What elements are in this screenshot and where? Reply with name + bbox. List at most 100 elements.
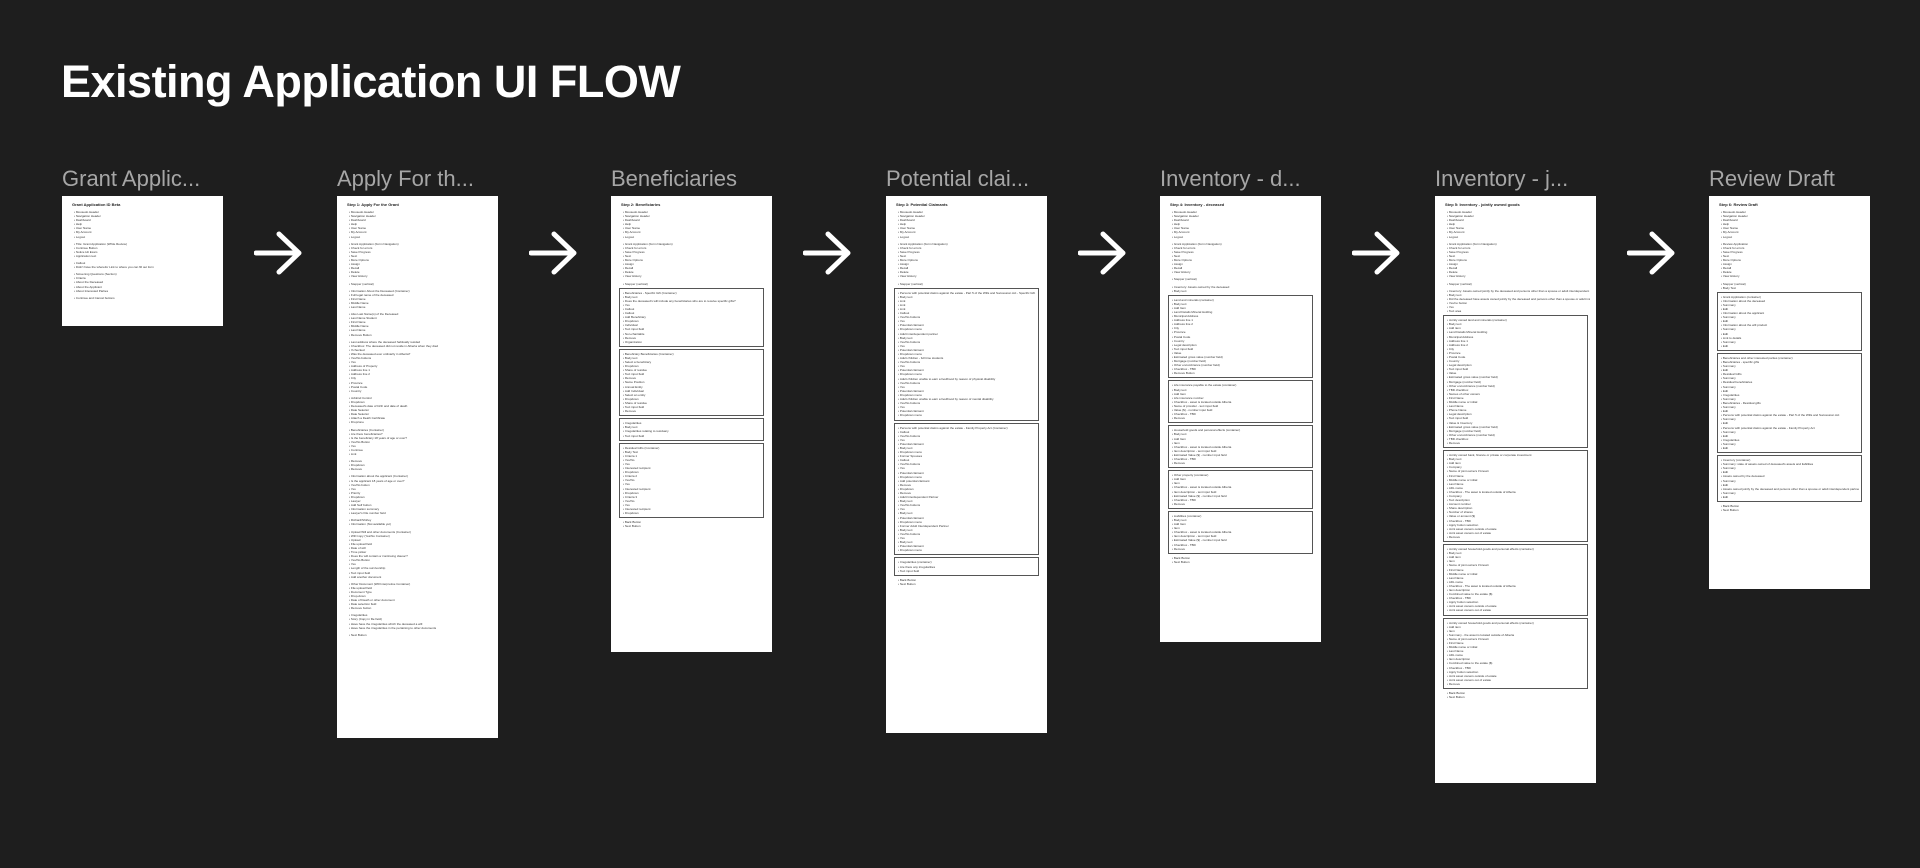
frame-list-item: Select a beneficiary — [623, 360, 761, 364]
frame-list-item: Irregularities (container) — [898, 560, 1036, 564]
frame-list-item: File upload field — [349, 586, 492, 590]
frame-list-item: Dropdown menu — [898, 548, 1036, 552]
frame-list-item: Add item — [1447, 555, 1585, 559]
frame-list-item: Add Self button — [349, 503, 492, 507]
frame-list-item: Edit — [1721, 344, 1859, 348]
frame-list-item: View History — [349, 274, 492, 278]
frame-list-item: Legal description — [1447, 363, 1585, 367]
frame-list-item: Dropdown — [623, 491, 761, 495]
frame-list-item: Land Details Mineral Holding — [1447, 330, 1585, 334]
frame-list-item: Remove — [1172, 416, 1310, 420]
frame-list-item: Add Item — [1172, 306, 1310, 310]
frame-list-item: Checkbox - TBD — [1447, 596, 1585, 600]
frame-list-item: Edit — [1721, 470, 1859, 474]
frame-section-box: Residual Gifts (Container)Body TextCrite… — [619, 442, 764, 519]
frame-thumbnail[interactable]: Step 6: Review DraftMousedo HeaderNaviga… — [1709, 196, 1870, 589]
frame-list-item: Grant Application (Form Navigation) — [1447, 242, 1590, 246]
frame-list-item: My Account — [1447, 230, 1590, 234]
frame-list-item: Lawyer's File number field — [349, 511, 492, 515]
frame-list-item: Navigation Header — [898, 214, 1041, 218]
frame-list-item: Mortgage (number field) — [1447, 380, 1585, 384]
frame-list-item: Save Progress — [1447, 250, 1590, 254]
frame-list-item: Body text — [898, 528, 1036, 532]
frame-list-item: Yes/no button — [1447, 301, 1590, 305]
frame-list-item: Potential claimant — [898, 323, 1036, 327]
frame-list-item: Recall — [1172, 266, 1315, 270]
frame-list-item: Information about the applicant — [1721, 311, 1859, 315]
frame-list-item: My Account — [623, 230, 766, 234]
frame-list-item: Jointly owned household goods and person… — [1447, 621, 1585, 625]
frame-list-item: Body text — [1172, 289, 1315, 293]
frame-list-item: Life insurance number — [1172, 396, 1310, 400]
frame-list-item: First Name — [1447, 396, 1585, 400]
frame-list-item: Checkbox: The deceased did not reside in… — [349, 344, 492, 348]
frame-list-item: Body text — [898, 540, 1036, 544]
frame-list-item: Persons with potential claims against th… — [1721, 426, 1859, 430]
frame-list-item: Persons with potential claims against th… — [898, 426, 1036, 430]
frame-list-item: Callout — [74, 261, 217, 265]
frame-section-box: Jointly owned household goods and person… — [1443, 544, 1588, 616]
frame-list-item: Remove — [1447, 682, 1585, 686]
frame-list-item: Stepper (vertical) — [623, 282, 766, 286]
frame-thumbnail[interactable]: Step 4: Inventory - deceasedMousedo Head… — [1160, 196, 1321, 642]
frame-list-item: Select an entity — [623, 393, 761, 397]
frame-list-item: Body text — [623, 295, 761, 299]
frame-list-item: Names of other owners — [1447, 392, 1585, 396]
frame-list-item: Joint asset owners outside of estate — [1447, 674, 1585, 678]
frame-list-item: Yes — [898, 364, 1036, 368]
frame-section-box: Jointly owned land and minerals (contain… — [1443, 315, 1588, 449]
frame-list-item: Dashboard — [349, 218, 492, 222]
frame-thumbnail[interactable]: Grant Application ID BetaMousedo HeaderN… — [62, 196, 223, 326]
frame-list-item: Text input field — [1447, 367, 1585, 371]
frame-list-item: Other Document (Will Interpretive Contai… — [349, 582, 492, 586]
frame-list-item: More Options — [1721, 258, 1864, 262]
frame-heading: Step 1: Apply For the Grant — [347, 202, 399, 207]
frame-list-item: Delete — [623, 270, 766, 274]
frame-list-item: Joint asset owners out of estate — [1447, 678, 1585, 682]
frame-list-item: Stepper (vertical) — [898, 282, 1041, 286]
frame-thumbnail[interactable]: Step 1: Apply For the GrantMousedo Heade… — [337, 196, 498, 738]
frame-list-item: Save Progress — [1721, 250, 1864, 254]
frame-thumbnail[interactable]: Step 3: Potential ClaimantsMousedo Heade… — [886, 196, 1047, 733]
frame-list-item: Link — [898, 299, 1036, 303]
frame-list-item: Potential claimant — [898, 348, 1036, 352]
frame-list-item: More Options — [1447, 258, 1590, 262]
frame-list-item: Help — [1721, 222, 1864, 226]
frame-list-item: Yes/No button — [349, 483, 492, 487]
frame-list-item: Add item — [1447, 625, 1585, 629]
frame-list-item: Check for errors — [898, 246, 1041, 250]
frame-thumbnail[interactable]: Step 2: BeneficiariesMousedo HeaderNavig… — [611, 196, 772, 652]
frame-list-item: Check for errors — [349, 246, 492, 250]
frame-list-item: Number of shares — [1447, 510, 1585, 514]
frame-list-item: Callout — [623, 311, 761, 315]
frame-list-item: Summary — [1721, 466, 1859, 470]
frame-list-item: Continue and Cancel buttons — [74, 296, 217, 300]
frame-list-item: Joint asset owners outside of estate — [1447, 604, 1585, 608]
frame-list-item: Body text — [1447, 551, 1585, 555]
frame-list-item: My Account — [349, 230, 492, 234]
frame-list-item: Help — [74, 222, 217, 226]
frame-list-item: Logout — [1721, 235, 1864, 239]
frame-list-item: Assign — [1447, 262, 1590, 266]
frame-heading: Step 6: Review Draft — [1719, 202, 1758, 207]
frame-list-item: Name of joint owners if known — [1447, 563, 1585, 567]
frame-list-item: Municipal Address — [1447, 335, 1585, 339]
frame-list-item: Body text — [623, 425, 761, 429]
frame-list-item: Save Progress — [623, 250, 766, 254]
frame-list-item: Value ($) - number input field — [1172, 408, 1310, 412]
frame-list-item: Item — [1172, 526, 1310, 530]
frame-list-item: More Options — [898, 258, 1041, 262]
frame-list-item: Next Button — [898, 582, 1041, 586]
frame-list-item: Document Type — [349, 590, 492, 594]
frame-list-item: Edit — [1721, 332, 1859, 336]
frame-list-item: Beneficiary Beneficiaries (Container) — [623, 352, 761, 356]
frame-list-item: Potential claimant — [898, 368, 1036, 372]
frame-list-item: Are there beneficiaries? — [349, 432, 492, 436]
frame-list-item: Edit — [1721, 389, 1859, 393]
frame-list-item: Is the applicant 18 years of age or over… — [349, 479, 492, 483]
frame-list-item: Is the beneficiary 18 years of age or ov… — [349, 436, 492, 440]
frame-list-item: Dropdown menu — [898, 450, 1036, 454]
frame-thumbnail[interactable]: Step 5: Inventory - jointly owned goodsM… — [1435, 196, 1596, 783]
frame-list-item: Adult interdependent partner — [898, 332, 1036, 336]
frame-list-item: Dashboard — [1172, 218, 1315, 222]
